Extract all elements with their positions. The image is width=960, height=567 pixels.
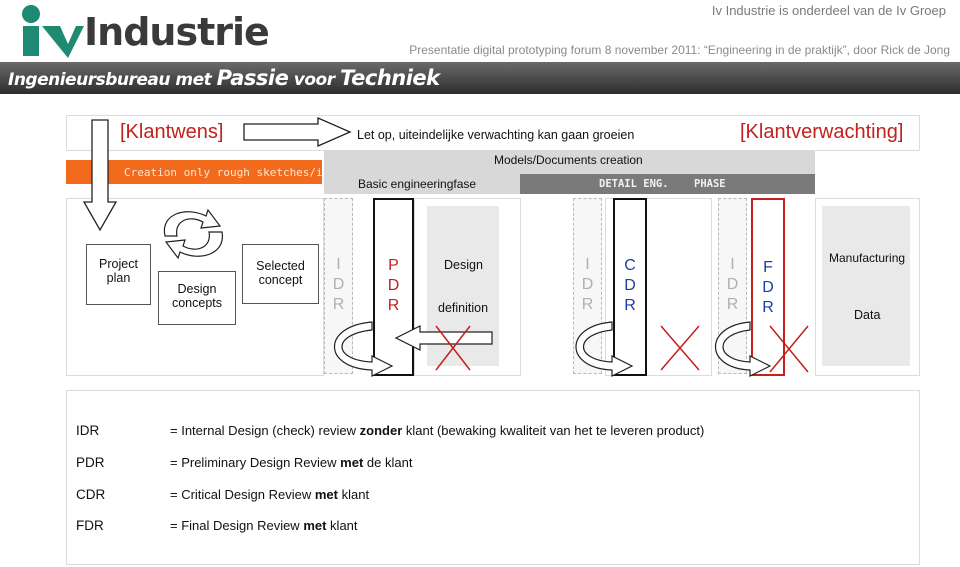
creation-only-text: Creation only rough sketches/ideas xyxy=(124,166,350,179)
legend-key-fdr: FDR xyxy=(76,518,104,533)
legend-cdr-bold: met xyxy=(314,487,338,502)
legend-value-cdr: = Critical Design Review met klant xyxy=(170,487,369,502)
legend-idr-post: klant (bewaking kwaliteit van het te lev… xyxy=(402,423,705,438)
legend-value-fdr: = Final Design Review met klant xyxy=(170,518,358,533)
growth-note: Let op, uiteindelijke verwachting kan ga… xyxy=(357,128,635,142)
detail-label: DETAIL ENG. xyxy=(599,178,669,190)
phase-label: PHASE xyxy=(694,178,726,190)
legend-fdr-pre: = Final Design Review xyxy=(170,518,304,533)
idr-gate-2: I D R xyxy=(573,198,602,374)
definition-panel xyxy=(427,206,499,366)
data-label: Data xyxy=(854,308,881,322)
gate-4-letter-1: C xyxy=(624,257,636,274)
models-bar xyxy=(324,150,815,174)
gate-5-letter-2: D xyxy=(726,276,739,293)
legend-fdr-post: klant xyxy=(326,518,358,533)
cdr-gate: C D R xyxy=(613,198,647,376)
legend-pdr-post: de klant xyxy=(363,455,413,470)
legend-frame xyxy=(66,390,920,565)
gate-1-letter-3: R xyxy=(332,296,345,313)
idr-gate-1: I D R xyxy=(324,198,353,374)
fdr-gate: F D R xyxy=(751,198,785,376)
design-concepts-text: Design concepts xyxy=(171,282,223,310)
manufacturing-panel xyxy=(822,206,910,366)
stage-frame-1 xyxy=(66,198,324,376)
gate-1-letter-2: D xyxy=(332,276,345,293)
gate-2-letter-1: P xyxy=(388,257,399,274)
stage-frame-4 xyxy=(815,198,920,376)
slogan-part-2: Passie xyxy=(216,66,289,90)
legend-key-pdr: PDR xyxy=(76,455,105,470)
group-note: Iv Industrie is onderdeel van de Iv Groe… xyxy=(711,3,946,18)
slogan-part-4: Techniek xyxy=(340,66,440,90)
design-concepts-box: Design concepts xyxy=(158,271,236,325)
detail-bar: DETAIL ENG. PHASE xyxy=(520,174,815,194)
idr-gate-3: I D R xyxy=(718,198,747,374)
brand-name: Industrie xyxy=(84,10,270,54)
legend-fdr-bold: met xyxy=(303,518,327,533)
slogan-part-3: voor xyxy=(288,70,341,90)
basic-bar xyxy=(324,174,520,194)
selected-concept-text: Selected concept xyxy=(256,259,305,287)
legend-idr-pre: = Internal Design (check) review xyxy=(170,423,360,438)
project-plan-box: Project plan xyxy=(86,244,151,305)
logo: Industrie xyxy=(20,4,290,60)
definition-label: definition xyxy=(438,301,489,315)
manufacturing-label: Manufacturing xyxy=(829,251,906,265)
gate-6-letter-2: D xyxy=(762,279,774,296)
klantwens-label: [Klantwens] xyxy=(120,121,224,143)
legend-pdr-pre: = Preliminary Design Review xyxy=(170,455,341,470)
gate-3-letter-1: I xyxy=(585,256,590,273)
stage-frame-2 xyxy=(414,198,521,376)
legend-pdr-bold: met xyxy=(340,455,364,470)
pdr-gate: P D R xyxy=(373,198,414,376)
legend-key-cdr: CDR xyxy=(76,487,106,502)
gate-1-letter-1: I xyxy=(336,256,341,273)
legend-cdr-post: klant xyxy=(337,487,370,502)
legend-value-idr: = Internal Design (check) review zonder … xyxy=(170,423,704,438)
gate-5-letter-3: R xyxy=(726,296,739,313)
slogan-part-1: Ingenieursbureau met xyxy=(8,70,217,90)
gate-4-letter-3: R xyxy=(624,297,636,314)
models-docs-label: Models/Documents creation xyxy=(494,153,643,167)
legend-value-pdr: = Preliminary Design Review met de klant xyxy=(170,455,412,470)
gate-6-letter-1: F xyxy=(763,259,773,276)
stage-frame-3 xyxy=(605,198,712,376)
legend-key-idr: IDR xyxy=(76,423,100,438)
gate-6-letter-3: R xyxy=(762,299,774,316)
slogan-banner xyxy=(0,62,960,94)
gate-3-letter-3: R xyxy=(581,296,594,313)
iv-logo-icon xyxy=(22,5,84,58)
design-label: Design xyxy=(444,258,483,272)
gate-3-letter-2: D xyxy=(581,276,594,293)
gate-4-letter-2: D xyxy=(624,277,636,294)
creation-only-bar: Creation only rough sketches/ideas xyxy=(66,160,349,184)
legend-idr-bold: zonder xyxy=(359,423,403,438)
gate-2-letter-3: R xyxy=(387,297,400,314)
gate-5-letter-1: I xyxy=(730,256,735,273)
slogan-text: Ingenieursbureau met Passie voor Technie… xyxy=(8,66,440,90)
selected-concept-box: Selected concept xyxy=(242,244,319,304)
presentation-subtitle: Presentatie digital prototyping forum 8 … xyxy=(409,43,950,57)
legend-cdr-pre: = Critical Design Review xyxy=(170,487,315,502)
gate-2-letter-2: D xyxy=(387,277,400,294)
klantverwachting-label: [Klantverwachting] xyxy=(740,121,904,143)
project-plan-text: Project plan xyxy=(99,257,138,285)
basic-label: Basic engineeringfase xyxy=(358,177,477,191)
